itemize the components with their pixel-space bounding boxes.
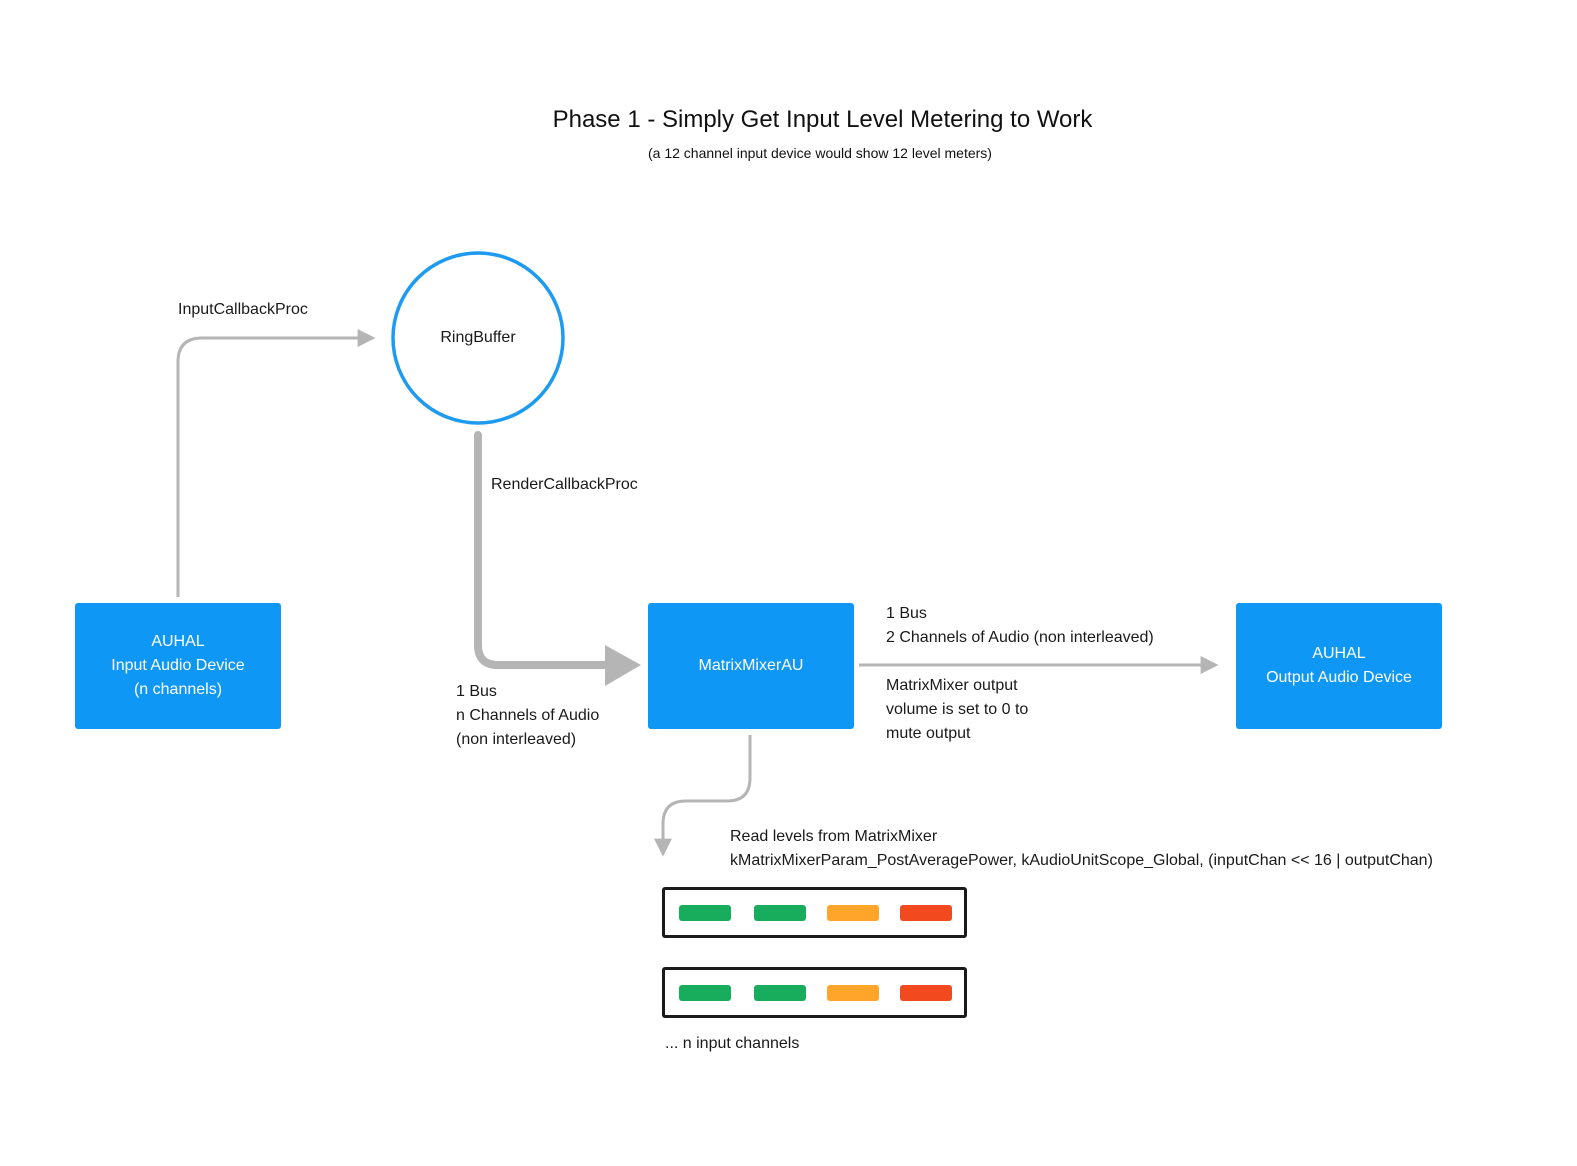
mixer-input-line-1: 1 Bus	[456, 683, 497, 700]
meter-2-segment-2	[754, 985, 806, 1001]
output-note-line-1: MatrixMixer output	[886, 677, 1018, 694]
output-device-line-1: AUHAL	[1312, 645, 1366, 662]
input-device-line-2: Input Audio Device	[111, 657, 245, 674]
render-callback-arrowhead	[605, 645, 641, 686]
mixer-input-line-2: n Channels of Audio	[456, 707, 600, 724]
output-device-line-2: Output Audio Device	[1266, 669, 1412, 686]
ring-buffer-label: RingBuffer	[440, 329, 516, 346]
read-levels-line-2: kMatrixMixerParam_PostAveragePower, kAud…	[730, 852, 1433, 869]
meter-2-segment-3	[827, 985, 879, 1001]
output-mute-note: MatrixMixer output volume is set to 0 to…	[886, 674, 1028, 746]
input-device-line-1: AUHAL	[151, 633, 205, 650]
output-note-line-3: mute output	[886, 725, 971, 742]
read-levels-line-1: Read levels from MatrixMixer	[730, 828, 938, 845]
ring-buffer-circle	[391, 251, 565, 425]
page-title: Phase 1 - Simply Get Input Level Meterin…	[552, 106, 1093, 133]
meter-2-segment-4	[900, 985, 952, 1001]
mixer-input-line-3: (non interleaved)	[456, 731, 577, 748]
meter-1-segment-3	[827, 905, 879, 921]
matrix-mixer-label: MatrixMixerAU	[698, 657, 804, 674]
meter-1-segment-4	[900, 905, 952, 921]
output-audio-device-node: AUHAL Output Audio Device	[1236, 603, 1442, 729]
page-subtitle: (a 12 channel input device would show 12…	[648, 145, 992, 161]
mixer-input-label: 1 Bus n Channels of Audio (non interleav…	[456, 680, 599, 752]
output-note-line-2: volume is set to 0 to	[886, 701, 1029, 718]
meter-1-segment-1	[679, 905, 731, 921]
read-levels-arrow	[654, 735, 752, 857]
meter-1-segment-2	[754, 905, 806, 921]
input-audio-device-node: AUHAL Input Audio Device (n channels)	[75, 603, 281, 729]
level-meter-1	[662, 887, 967, 938]
mixer-output-label: 1 Bus 2 Channels of Audio (non interleav…	[886, 602, 1154, 650]
render-callback-arrow	[474, 431, 612, 669]
input-callback-label: InputCallbackProc	[178, 301, 308, 318]
matrix-mixer-node: MatrixMixerAU	[648, 603, 854, 729]
mixer-output-line-2: 2 Channels of Audio (non interleaved)	[886, 629, 1154, 646]
level-meter-2	[662, 967, 967, 1018]
input-callback-arrow	[176, 329, 376, 597]
meter-2-segment-1	[679, 985, 731, 1001]
mixer-output-line-1: 1 Bus	[886, 605, 927, 622]
read-levels-label: Read levels from MatrixMixer kMatrixMixe…	[730, 825, 1433, 873]
render-callback-label: RenderCallbackProc	[491, 476, 638, 493]
meter-count-label: ... n input channels	[665, 1035, 800, 1052]
input-device-line-3: (n channels)	[133, 681, 223, 698]
